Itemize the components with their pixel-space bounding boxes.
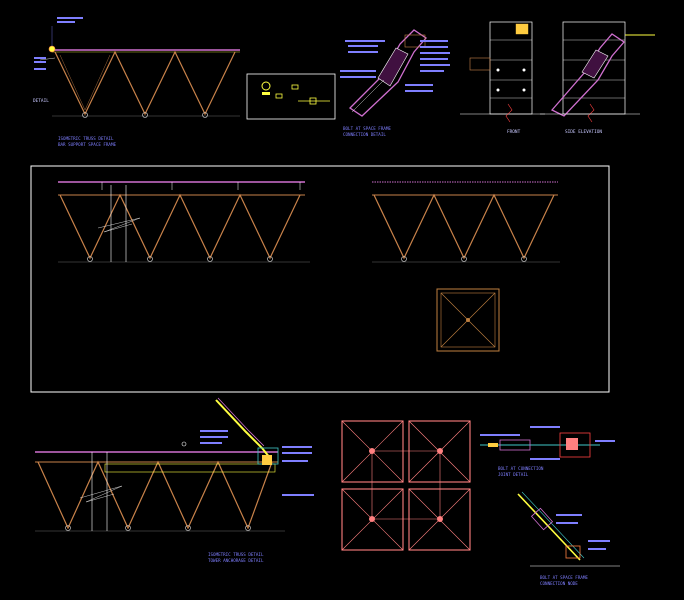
subtitle-top-left: BAR SUPPORT SPACE FRAME bbox=[58, 142, 116, 147]
bottom-left-truss: ISOMETRIC TRUSS DETAIL TOWER ANCHORAGE D… bbox=[35, 397, 314, 563]
node-detail-title: BOLT AT SPACE FRAME bbox=[540, 575, 588, 580]
bolt-detail-title: BOLT AT SPACE FRAME bbox=[343, 126, 391, 131]
subtitle-bottom-left: TOWER ANCHORAGE DETAIL bbox=[208, 558, 264, 563]
front-view: FRONT bbox=[460, 21, 545, 135]
connection-node-detail: BOLT AT SPACE FRAME CONNECTION NODE bbox=[517, 491, 620, 586]
node-marker bbox=[48, 45, 56, 53]
top-left-truss: DETAIL ISOMETRIC TRUSS DETAIL BAR SUPPOR… bbox=[33, 17, 240, 147]
space-frame-grid bbox=[341, 420, 471, 551]
title-top-left: ISOMETRIC TRUSS DETAIL bbox=[58, 136, 114, 141]
side-elevation-view: SIDE ELEVATION bbox=[540, 21, 655, 135]
detail-frame bbox=[30, 165, 610, 393]
middle-right-truss bbox=[372, 181, 560, 263]
node-detail-subtitle: CONNECTION NODE bbox=[540, 581, 578, 586]
joint-detail-title: BOLT AT CONNECTION bbox=[498, 466, 544, 471]
joint-detail: BOLT AT CONNECTION JOINT DETAIL bbox=[480, 426, 615, 477]
bolt-crank-detail: BOLT AT SPACE FRAME CONNECTION DETAIL bbox=[340, 29, 450, 137]
front-title: FRONT bbox=[507, 129, 521, 135]
truss-webs bbox=[54, 50, 236, 116]
middle-left-truss bbox=[58, 181, 310, 263]
bolt-detail-subtitle: CONNECTION DETAIL bbox=[343, 132, 386, 137]
bolt-detail-box bbox=[246, 73, 336, 120]
pyramid-plan bbox=[436, 288, 500, 352]
detail-tag: DETAIL bbox=[33, 98, 49, 104]
side-elevation-title: SIDE ELEVATION bbox=[565, 129, 602, 135]
joint-detail-subtitle: JOINT DETAIL bbox=[498, 472, 529, 477]
title-bottom-left: ISOMETRIC TRUSS DETAIL bbox=[208, 552, 264, 557]
